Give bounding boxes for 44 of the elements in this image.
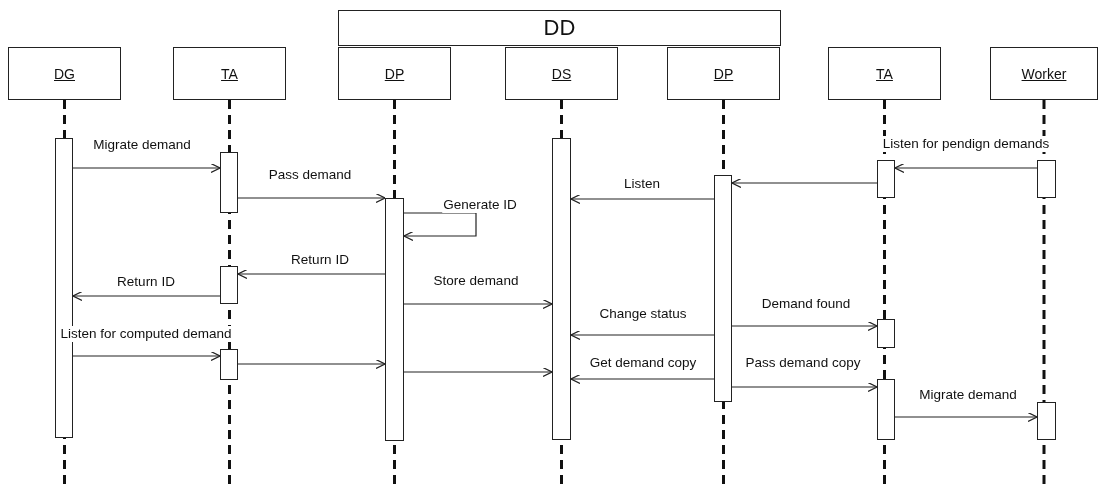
message-arrow [894,162,1038,174]
message-label: Generate ID [442,197,518,213]
participant-box: TA [173,47,286,100]
message-arrow [403,212,477,242]
message-arrow [731,320,878,332]
message-arrow [72,350,221,362]
message-label: Get demand copy [588,355,698,371]
message-arrow [731,381,878,393]
activation-bar [714,175,732,402]
message-label: Migrate demand [918,387,1018,403]
activation-bar [877,319,895,348]
activation-bar [220,266,238,304]
activation-bar [877,160,895,198]
message-label: Listen for pendign demands [881,136,1051,152]
participant-box: Worker [990,47,1098,100]
participant-box: DG [8,47,121,100]
activation-bar [1037,160,1056,198]
message-arrow [72,162,221,174]
participant-box: DS [505,47,618,100]
message-arrow [237,192,386,204]
message-arrow [570,329,715,341]
message-arrow [570,373,715,385]
message-arrow [894,411,1038,423]
message-arrow [403,298,553,310]
activation-bar [1037,402,1056,440]
activation-bar [385,198,404,441]
participant-box: DP [667,47,780,100]
message-label: Listen for computed demand [59,326,233,342]
message-label: Pass demand copy [744,355,862,371]
message-label: Change status [598,306,688,322]
activation-bar [877,379,895,440]
message-label: Migrate demand [92,137,192,153]
participant-box: TA [828,47,941,100]
activation-bar [220,349,238,380]
message-arrow [237,358,386,370]
message-arrow [731,177,878,189]
message-arrow [237,268,386,280]
message-arrow [403,366,553,378]
activation-bar [552,138,571,440]
message-arrow [570,193,715,205]
activation-bar [220,152,238,213]
group-header-box: DD [338,10,781,46]
participant-box: DP [338,47,451,100]
message-arrow [72,290,221,302]
